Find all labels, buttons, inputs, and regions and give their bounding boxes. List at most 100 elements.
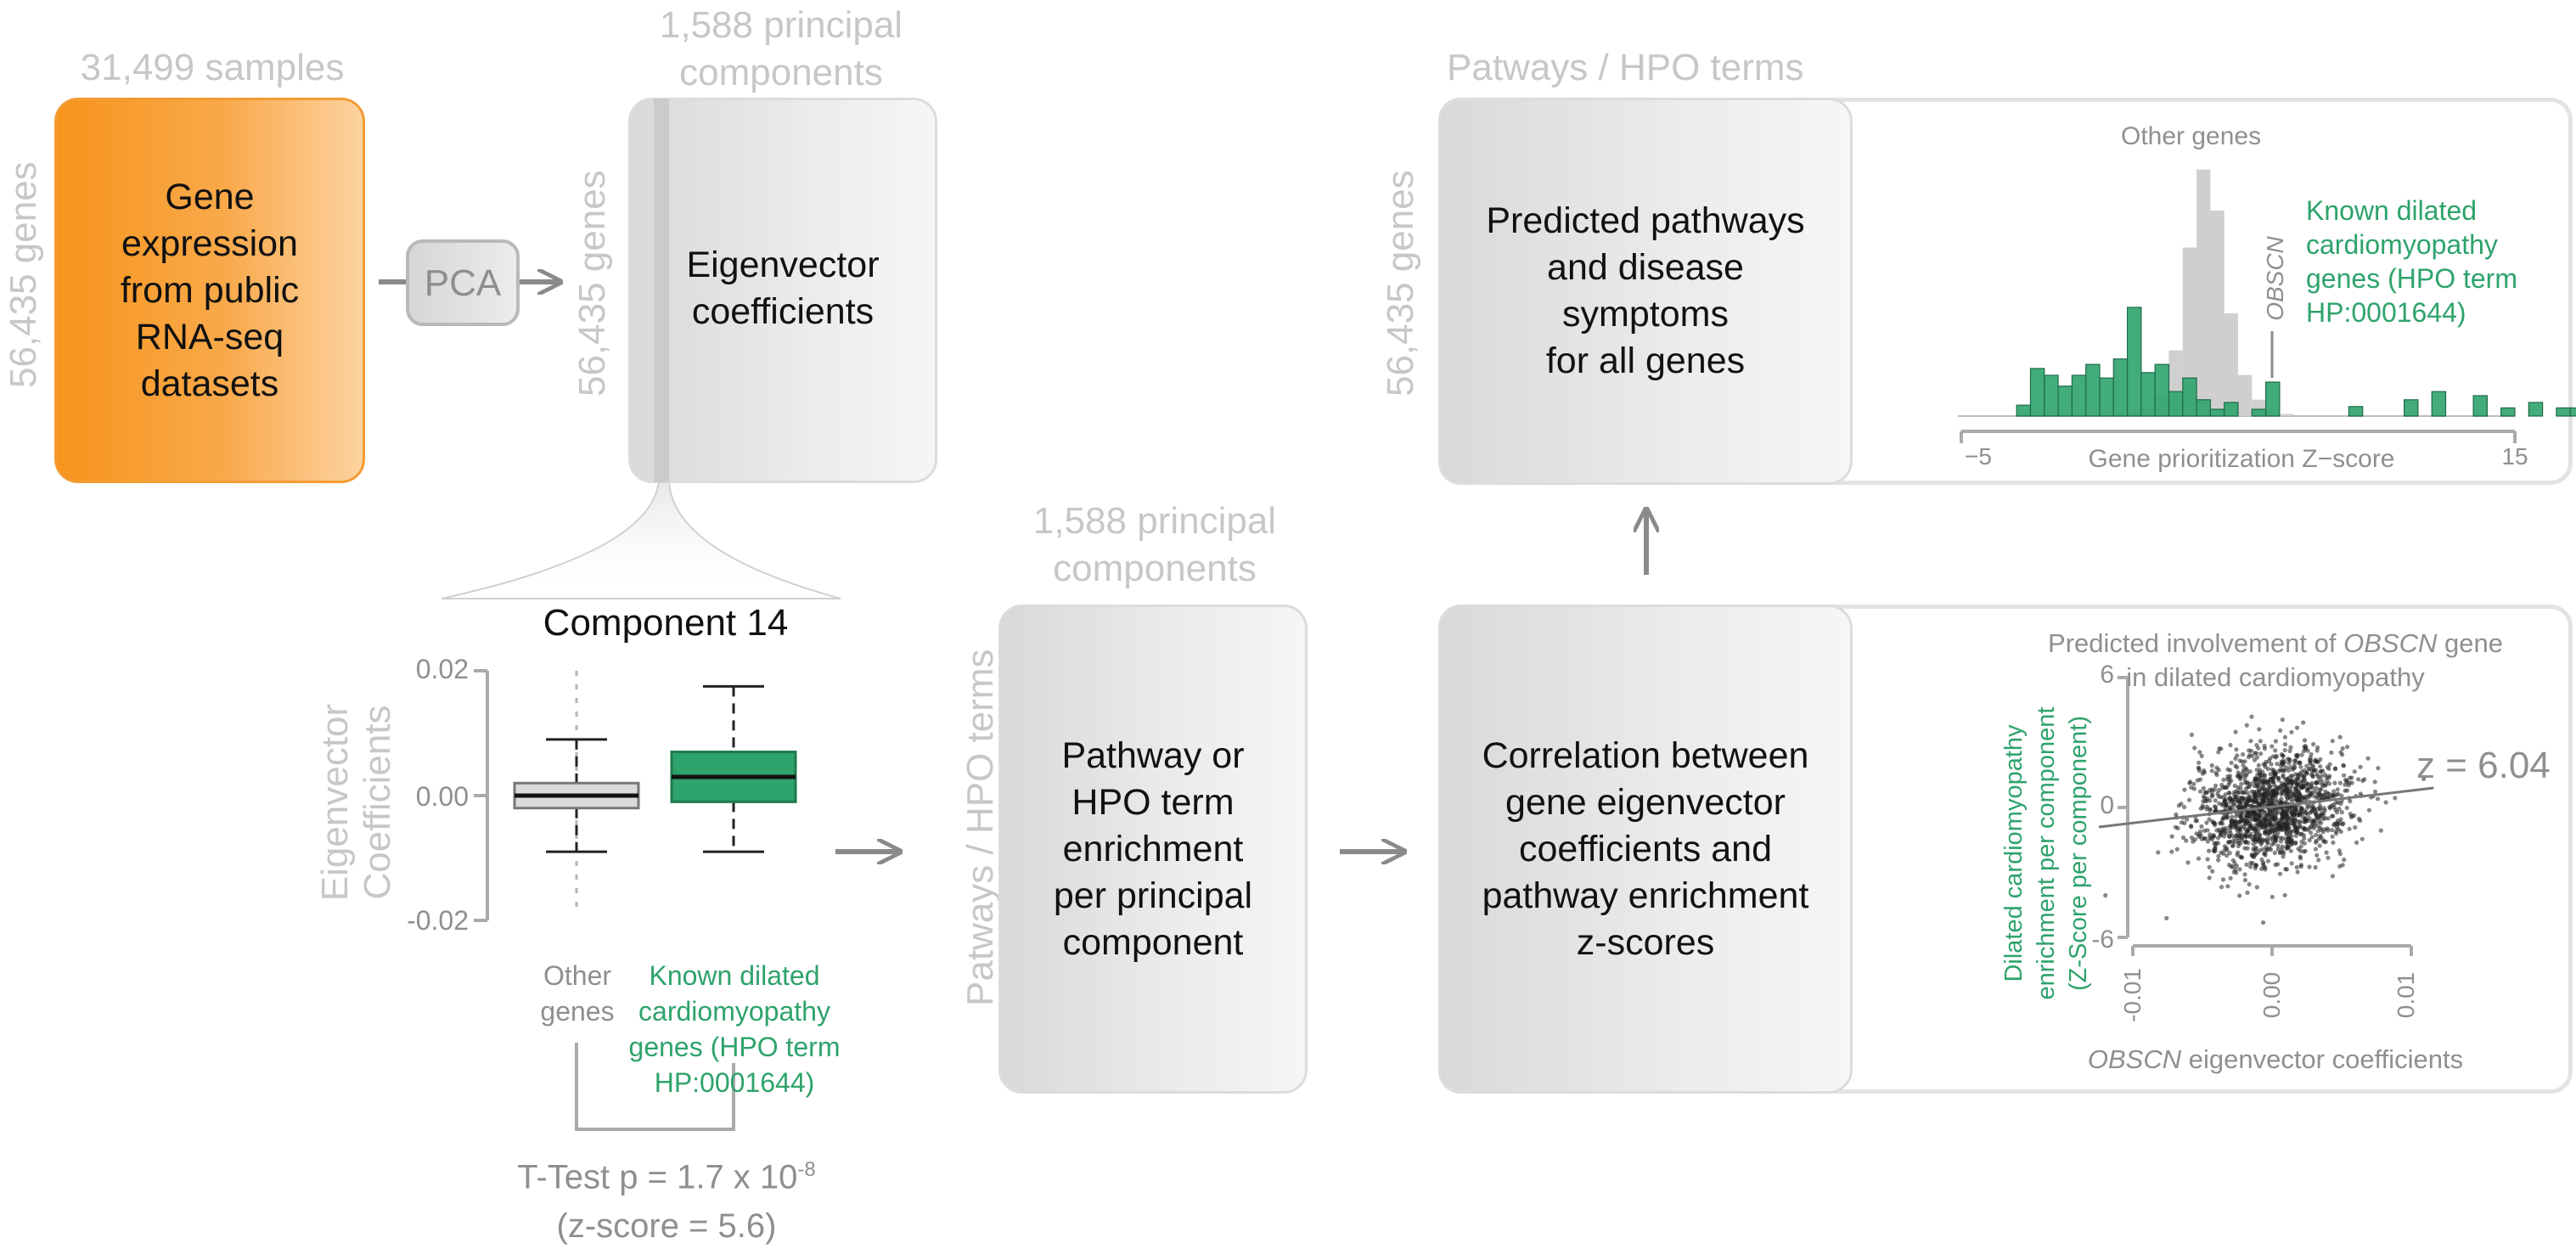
scatter-point (2347, 780, 2352, 785)
scatter-point (2189, 835, 2194, 841)
scatter-point (2246, 780, 2251, 785)
hist-bar-known (2500, 407, 2516, 417)
scatter-point (2270, 754, 2275, 759)
scatter-point (2216, 858, 2221, 863)
scatter-point (2211, 834, 2216, 839)
scatter-point (2288, 765, 2293, 770)
scatter-point (2295, 752, 2300, 757)
scatter-point (2264, 836, 2269, 841)
scatter-point (2332, 767, 2338, 772)
scatter-point (2231, 791, 2237, 797)
scatter-point (2304, 763, 2309, 768)
scatter-point (2215, 841, 2220, 846)
scatter-point (2340, 745, 2345, 751)
scatter-point (2326, 791, 2331, 796)
scatter-point (2316, 858, 2321, 863)
scatter-point (2103, 892, 2108, 898)
scatter-point (2281, 835, 2286, 841)
scatter-point (2264, 813, 2269, 819)
scatter-point (2235, 852, 2240, 858)
scatter-point (2260, 825, 2265, 830)
scatter-point (2323, 816, 2328, 821)
scatter-point (2204, 798, 2209, 803)
scatter-point (2213, 783, 2219, 789)
scatter-point (2378, 828, 2383, 833)
scatter-point (2229, 778, 2234, 784)
hist-xlabel: Gene prioritization Z−score (2088, 445, 2395, 473)
scatter-point (2313, 789, 2318, 794)
scatter-point (2234, 747, 2239, 752)
scatter-point (2248, 831, 2253, 836)
scatter-point (2366, 807, 2371, 813)
scatter-point (2196, 760, 2202, 765)
scatter-point (2184, 838, 2189, 843)
eigen-box-text: Eigenvector coefficients (686, 245, 880, 332)
scatter-point (2216, 750, 2221, 755)
scatter-point (2245, 846, 2250, 851)
scatter-point (2337, 807, 2342, 812)
scatter-point (2343, 782, 2348, 787)
hist-bar-known (2196, 399, 2212, 417)
scatter-point (2199, 836, 2204, 841)
scatter-point (2219, 885, 2224, 890)
scatter-point (2301, 778, 2306, 783)
scatter-point (2294, 864, 2299, 869)
scatter-point (2262, 798, 2267, 803)
scatter-point (2169, 834, 2174, 839)
hist-bar-known (2431, 391, 2447, 417)
scatter-point (2292, 780, 2298, 785)
scatter-point (2241, 796, 2246, 801)
component-column-highlight (654, 98, 669, 482)
scatter-point (2205, 828, 2210, 833)
scatter-point (2305, 793, 2310, 798)
scatter-point (2292, 793, 2297, 798)
scatter-point (2164, 915, 2169, 920)
scatter-point (2265, 780, 2270, 785)
scatter-point (2336, 800, 2341, 805)
predicted-box-text: Predicted pathways and disease symptoms … (1486, 200, 1805, 381)
scatter-point (2297, 819, 2302, 824)
scatter-point (2194, 818, 2199, 824)
scatter-point (2182, 804, 2187, 810)
scatter-point (2213, 821, 2218, 826)
predicted-top-label: Patways / HPO terms (1447, 47, 1804, 88)
scatter-point (2242, 790, 2247, 796)
scatter-point (2211, 848, 2216, 853)
scatter-point (2288, 839, 2293, 844)
scatter-point (2175, 825, 2180, 831)
scatter-point (2327, 806, 2333, 811)
scatter-point (2253, 811, 2258, 817)
scatter-point (2268, 820, 2273, 825)
hist-bar-known (2472, 395, 2489, 417)
scatter-point (2283, 777, 2288, 782)
scatter-point (2224, 803, 2229, 808)
scatter-point (2274, 797, 2279, 802)
scatter-point (2242, 877, 2247, 883)
scatter-point (2329, 828, 2335, 833)
scatter-point (2297, 813, 2302, 818)
scatter-point (2228, 875, 2233, 880)
scatter-point (2207, 864, 2212, 869)
hist-bar-other (2238, 374, 2253, 416)
scatter-point (2336, 827, 2341, 832)
scatter-point (2205, 839, 2210, 844)
boxplot-ytick-low: -0.02 (407, 905, 469, 936)
scatter-point (2229, 760, 2234, 766)
scatter-point (2251, 841, 2256, 847)
scatter-point (2275, 808, 2281, 814)
scatter-ytick-low: -6 (2091, 925, 2114, 954)
scatter-point (2358, 764, 2363, 769)
scatter-point (2313, 847, 2319, 852)
scatter-point (2329, 750, 2334, 756)
scatter-point (2282, 742, 2288, 747)
scatter-point (2337, 734, 2343, 740)
scatter-point (2242, 872, 2247, 877)
scatter-point (2280, 717, 2285, 723)
scatter-point (2289, 821, 2294, 826)
scatter-point (2314, 768, 2319, 773)
scatter-point (2274, 835, 2279, 841)
scatter-point (2263, 777, 2268, 782)
scatter-point (2309, 824, 2314, 830)
